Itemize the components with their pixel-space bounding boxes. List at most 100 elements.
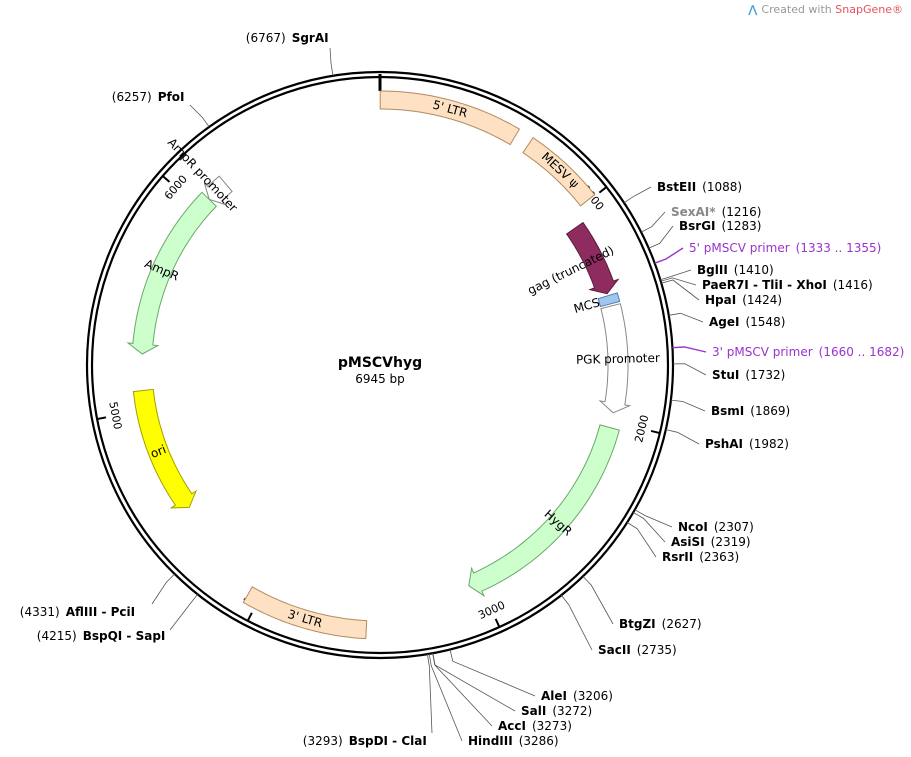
site-line-bglii — [660, 269, 692, 281]
site-name-rsrii: RsrII — [662, 550, 693, 564]
site-btgzi: BtgZI(2627) — [619, 617, 702, 631]
site-position-sacii: (2735) — [637, 643, 677, 657]
site-sgrai: (6767) SgrAI — [246, 31, 329, 45]
tick-5000 — [96, 416, 107, 421]
site-position-stui: (1732) — [745, 368, 785, 382]
site-position-ncoi: (2307) — [714, 520, 754, 534]
site-name-asisi: AsiSI — [671, 535, 705, 549]
site-bsmi: BsmI (1869) — [711, 404, 790, 418]
site-bglii: BglII(1410) — [697, 263, 774, 277]
tick-label-5000: 5000 — [106, 401, 124, 431]
site-position-rsrii: (2363) — [699, 550, 739, 564]
site-position-bsmi: (1869) — [750, 404, 790, 418]
watermark-brand: SnapGene® — [835, 3, 903, 16]
site-acci: AccI (3273) — [498, 719, 572, 733]
site-name-bsrgi: BsrGI — [679, 219, 716, 233]
site-line-bsrgi — [648, 225, 674, 249]
site-hindiii: HindIII(3286) — [468, 734, 559, 748]
site-5-pmscv-primer: 5' pMSCV primer (1333 .. 1355) — [689, 241, 881, 255]
site-name-3-pmscv-primer: 3' pMSCV primer — [712, 345, 813, 359]
site-line-bspdi-clai — [427, 654, 433, 734]
site-line-sexai — [640, 211, 666, 233]
site-line-acci — [432, 653, 493, 727]
tick-label-2000: 2000 — [632, 414, 651, 444]
site-bspdi-clai: (3293) BspDI - ClaI — [303, 734, 427, 748]
site-name-paer7i-tlii-xhoi: PaeR7I - TliI - XhoI — [702, 278, 827, 292]
site-name-sali: SalI — [521, 704, 546, 718]
site-line-rsrii — [626, 522, 657, 558]
site-position-5-pmscv-primer: (1333 .. 1355) — [796, 241, 882, 255]
plasmid-size: 6945 bp — [355, 372, 405, 386]
watermark-prefix: Created with — [761, 3, 836, 16]
site-name-bsmi: BsmI — [711, 404, 744, 418]
site-name-hindiii: HindIII — [468, 734, 513, 748]
site-line-bsteii — [623, 186, 652, 204]
site-name-stui: StuI — [712, 368, 739, 382]
site-stui: StuI (1732) — [712, 368, 785, 382]
site-name-sgrai: SgrAI — [292, 31, 329, 45]
site-name-bspdi-clai: BspDI - ClaI — [349, 734, 427, 748]
site-position-sgrai: (6767) — [246, 31, 286, 45]
feature-pgk-promoter — [598, 303, 632, 414]
site-line-hindiii — [428, 653, 463, 742]
site-line-alei — [449, 649, 536, 697]
site-position-asisi: (2319) — [711, 535, 751, 549]
site-line-bspqi-sapi — [169, 594, 199, 631]
tick-label-3000: 3000 — [476, 599, 507, 622]
site-line-paer7i-tlii-xhoi — [660, 277, 697, 286]
site-line-5-pmscv-primer — [654, 247, 684, 264]
site-position-hpai: (1424) — [742, 293, 782, 307]
feature-3-ltr — [242, 586, 368, 640]
site-name-ncoi: NcoI — [678, 520, 708, 534]
site-line-sacii — [560, 594, 593, 651]
feature-gag-truncated — [565, 221, 620, 295]
site-position-bspqi-sapi: (4215) — [37, 629, 77, 643]
site-rsrii: RsrII (2363) — [662, 550, 739, 564]
site-position-sexai: (1216) — [722, 205, 762, 219]
site-line-pshai — [665, 429, 700, 445]
feature-label-ori: ori — [148, 442, 168, 461]
site-line-pfoi — [189, 104, 210, 128]
site-name-5-pmscv-primer: 5' pMSCV primer — [689, 241, 790, 255]
site-line-btgzi — [582, 576, 614, 625]
site-position-afliii-pcii: (4331) — [20, 605, 60, 619]
site-name-agei: AgeI — [709, 315, 739, 329]
feature-5-ltr — [379, 90, 521, 146]
site-paer7i-tlii-xhoi: PaeR7I - TliI - XhoI(1416) — [702, 278, 873, 292]
tick-3000 — [494, 618, 501, 628]
site-name-acci: AccI — [498, 719, 526, 733]
site-position-acci: (3273) — [532, 719, 572, 733]
site-name-bsteii: BstEII — [657, 180, 696, 194]
site-position-bsteii: (1088) — [702, 180, 742, 194]
feature-track — [126, 90, 632, 640]
site-name-sexai: SexAI* — [671, 205, 716, 219]
restriction-sites: (6767) SgrAI (6257)PfoI BstEII (1088) SexAI* (… — [20, 31, 905, 748]
site-line-agei — [668, 312, 704, 323]
site-sexai: SexAI* (1216) — [671, 205, 761, 219]
site-sacii: SacII (2735) — [598, 643, 677, 657]
site-position-bspdi-clai: (3293) — [303, 734, 343, 748]
site-line-hpai — [661, 279, 700, 301]
site-name-alei: AleI — [541, 689, 567, 703]
site-name-bglii: BglII — [697, 263, 728, 277]
site-bsteii: BstEII (1088) — [657, 180, 742, 194]
site-name-pfoi: PfoI — [158, 90, 185, 104]
plasmid-backbone — [85, 70, 675, 660]
site-asisi: AsiSI (2319) — [671, 535, 751, 549]
site-sali: SalI(3272) — [521, 704, 592, 718]
site-name-btgzi: BtgZI — [619, 617, 656, 631]
site-name-sacii: SacII — [598, 643, 631, 657]
site-position-agei: (1548) — [745, 315, 785, 329]
site-line-3-pmscv-primer — [672, 346, 707, 353]
tick-label-6000: 6000 — [162, 173, 190, 203]
feature-mcs — [597, 292, 621, 308]
site-pfoi: (6257)PfoI — [112, 90, 185, 104]
site-line-asisi — [632, 512, 666, 543]
plasmid-name: pMSCVhyg — [338, 355, 422, 371]
site-position-alei: (3206) — [573, 689, 613, 703]
site-agei: AgeI (1548) — [709, 315, 785, 329]
site-bsrgi: BsrGI(1283) — [679, 219, 761, 233]
feature-label-mcs: MCS — [572, 295, 601, 316]
site-position-pshai: (1982) — [749, 437, 789, 451]
feature-hygr — [468, 424, 620, 598]
